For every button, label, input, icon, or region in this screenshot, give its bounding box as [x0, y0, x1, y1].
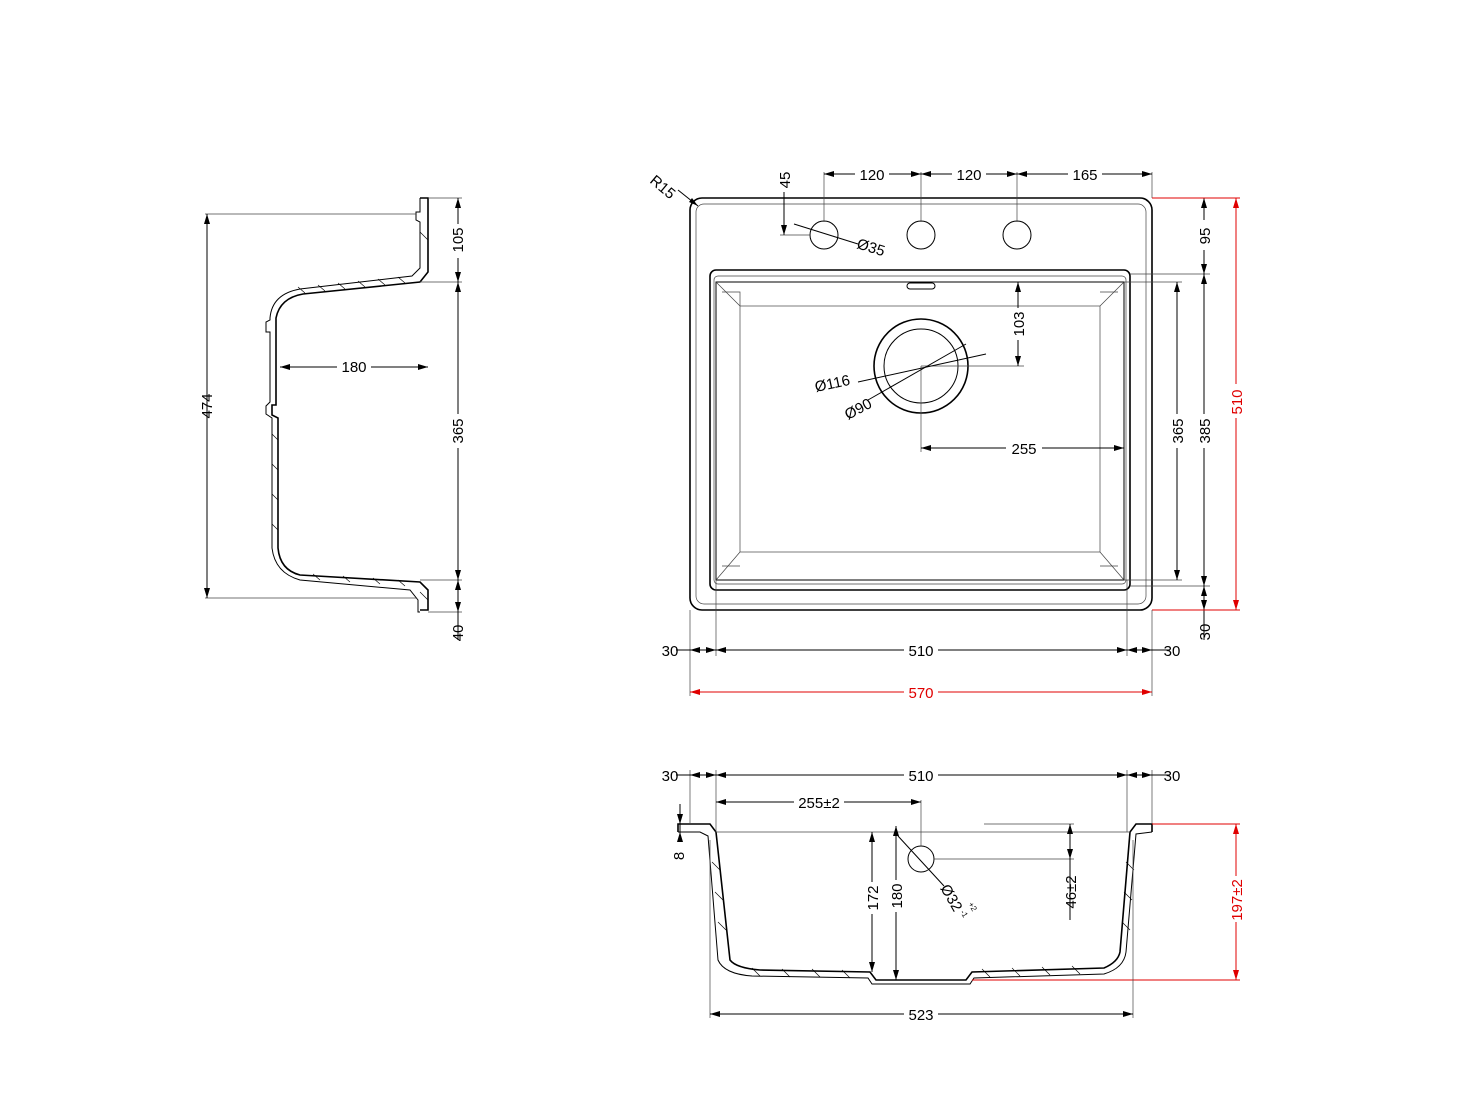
overall-depth: 510 — [1229, 389, 1246, 414]
hole-diameter: Ø35 — [855, 236, 887, 261]
left-rim: 30 — [662, 643, 679, 660]
drain-horizontal: 255 — [1011, 441, 1036, 458]
hole-spacing-1: 120 — [859, 167, 884, 184]
overflow-height: 46±2 — [1063, 875, 1080, 908]
fv-bowl-width: 510 — [908, 768, 933, 785]
right-rim: 30 — [1164, 643, 1181, 660]
top-view: R15 120 120 165 45 Ø35 95 385 30 — [646, 166, 1246, 702]
drain-outer-dia: Ø116 — [813, 372, 851, 396]
side-view: 474 180 105 365 40 — [199, 197, 467, 642]
faucet-hole-1 — [809, 220, 839, 250]
overflow-tol-minus: -1 — [958, 909, 970, 920]
overall-width: 570 — [908, 685, 933, 702]
overflow-dia: Ø32 — [937, 882, 966, 915]
fv-right-rim: 30 — [1164, 768, 1181, 785]
dim-40: 40 — [450, 625, 467, 642]
hole-spacing-3: 165 — [1072, 167, 1097, 184]
overflow-hole — [907, 845, 935, 873]
bowl-depth-outer: 385 — [1197, 418, 1214, 443]
hole-offset: 45 — [777, 172, 794, 189]
rim-depth: 95 — [1197, 228, 1214, 245]
overall-height: 197±2 — [1229, 879, 1246, 921]
faucet-hole-2 — [906, 220, 936, 250]
front-view: 30 510 30 255±2 8 172 180 Ø32 +2 -1 46±2 — [662, 767, 1246, 1024]
fv-drain-offset: 255±2 — [798, 795, 840, 812]
front-rim: 30 — [1197, 624, 1214, 641]
drain-offset: 103 — [1011, 311, 1028, 336]
faucet-hole-3 — [1002, 220, 1032, 250]
dim-180: 180 — [341, 359, 366, 376]
bowl-width: 510 — [908, 643, 933, 660]
lip-thickness: 8 — [671, 852, 688, 860]
fv-left-rim: 30 — [662, 768, 679, 785]
radius-label: R15 — [646, 172, 678, 203]
dim-365: 365 — [450, 418, 467, 443]
dim-474: 474 — [199, 393, 216, 418]
depth-172: 172 — [865, 885, 882, 910]
dim-105: 105 — [450, 227, 467, 252]
drain-inner-dia: Ø90 — [842, 395, 875, 423]
bottom-width: 523 — [908, 1007, 933, 1024]
hole-spacing-2: 120 — [956, 167, 981, 184]
bowl-depth-inner: 365 — [1170, 418, 1187, 443]
depth-180: 180 — [889, 883, 906, 908]
